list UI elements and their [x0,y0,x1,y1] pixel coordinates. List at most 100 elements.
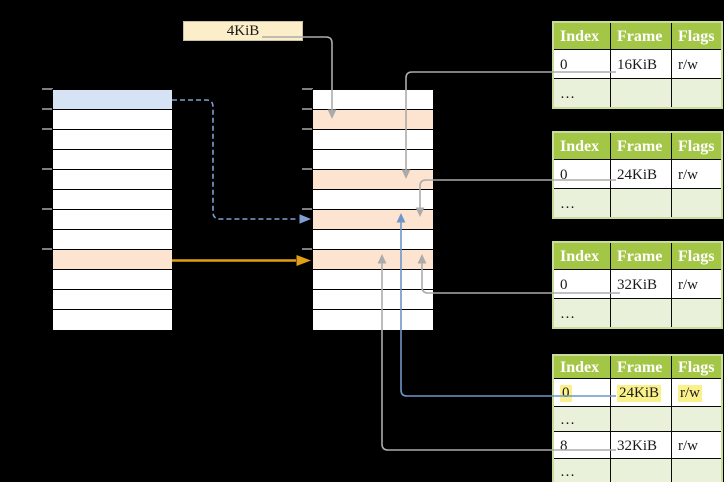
highlighted-value: 0 [560,385,572,402]
page-table-row: … [554,78,721,107]
memory-row [53,150,172,170]
memory-row [313,170,433,190]
memory-row [313,130,433,150]
memory-row [53,190,172,210]
arrow-orange-mapping-icon [172,255,311,266]
page-table-cell: 0 [554,160,610,188]
page-table-cell: 16KiB [610,50,671,78]
memory-row [53,170,172,190]
page-table-header-cell: Frame [610,243,671,269]
page-table-cell: r/w [671,50,721,78]
page-table-cell: 8 [554,432,610,458]
page-size-label-text: 4KiB [226,22,260,39]
highlighted-value: 24KiB [617,385,662,402]
page-table-cell: 24KiB [610,379,671,406]
memory-row [313,290,433,310]
page-table-row: … [554,188,721,217]
page-size-label: 4KiB [183,21,303,41]
memory-row [53,310,172,330]
page-table-header-cell: Flags [671,356,721,378]
page-table-row: … [554,406,721,431]
page-table-cell: 0 [554,270,610,298]
page-table-header-cell: Flags [671,23,721,49]
physical-memory-column [312,89,434,331]
address-tick [42,208,53,210]
page-table-header-cell: Flags [671,243,721,269]
page-table-row: 0 24KiB r/w [554,378,721,406]
page-table-row: … [554,298,721,327]
memory-row [53,230,172,250]
page-table-cell: r/w [671,432,721,458]
page-table-row: … [554,458,721,482]
page-table-header-cell: Index [554,356,610,378]
address-tick [302,128,313,130]
address-tick [42,108,53,110]
address-tick [302,248,313,250]
address-tick [42,128,53,130]
page-table-cell [610,299,671,327]
page-table-cell [610,189,671,217]
memory-row [313,150,433,170]
page-table-cell: r/w [671,379,721,406]
page-table-cell [610,459,671,482]
page-table-cell: … [554,407,610,431]
virtual-address-ticks [42,88,53,329]
page-table-cell [610,79,671,107]
page-table-header-cell: Frame [610,133,671,159]
page-table-cell: r/w [671,270,721,298]
page-table-cell: 32KiB [610,270,671,298]
page-table-cell: … [554,79,610,107]
page-table-cell: 0 [554,379,610,406]
address-tick [42,88,53,90]
page-table-header-cell: Index [554,133,610,159]
page-table-cell [671,299,721,327]
page-table-header-cell: Frame [610,23,671,49]
page-table-cell [671,189,721,217]
memory-row [313,270,433,290]
page-table-cell: … [554,189,610,217]
page-table-cell: … [554,459,610,482]
page-table-header-cell: Frame [610,356,671,378]
memory-row [313,90,433,110]
arrow-virtual-translation-dashed-icon [172,99,311,224]
page-table-cell: 32KiB [610,432,671,458]
memory-row [53,110,172,130]
highlighted-value: r/w [678,385,702,402]
address-tick [42,248,53,250]
page-table-header-cell: Index [554,23,610,49]
page-table-cell: 0 [554,50,610,78]
page-table-cell: r/w [671,160,721,188]
memory-row [53,90,172,110]
memory-row [313,190,433,210]
page-table-cell [671,407,721,431]
memory-row [53,250,172,270]
page-table-cell [610,407,671,431]
memory-row [313,110,433,130]
page-table-cell: … [554,299,610,327]
memory-row [313,230,433,250]
virtual-address-space-column [52,89,173,331]
page-table-cell [671,79,721,107]
memory-row [53,210,172,230]
memory-row [53,130,172,150]
memory-row [313,310,433,330]
page-table-cell [671,459,721,482]
page-table-header-cell: Flags [671,133,721,159]
page-table-header-cell: Index [554,243,610,269]
memory-row [313,250,433,270]
memory-row [313,210,433,230]
address-tick [42,168,53,170]
